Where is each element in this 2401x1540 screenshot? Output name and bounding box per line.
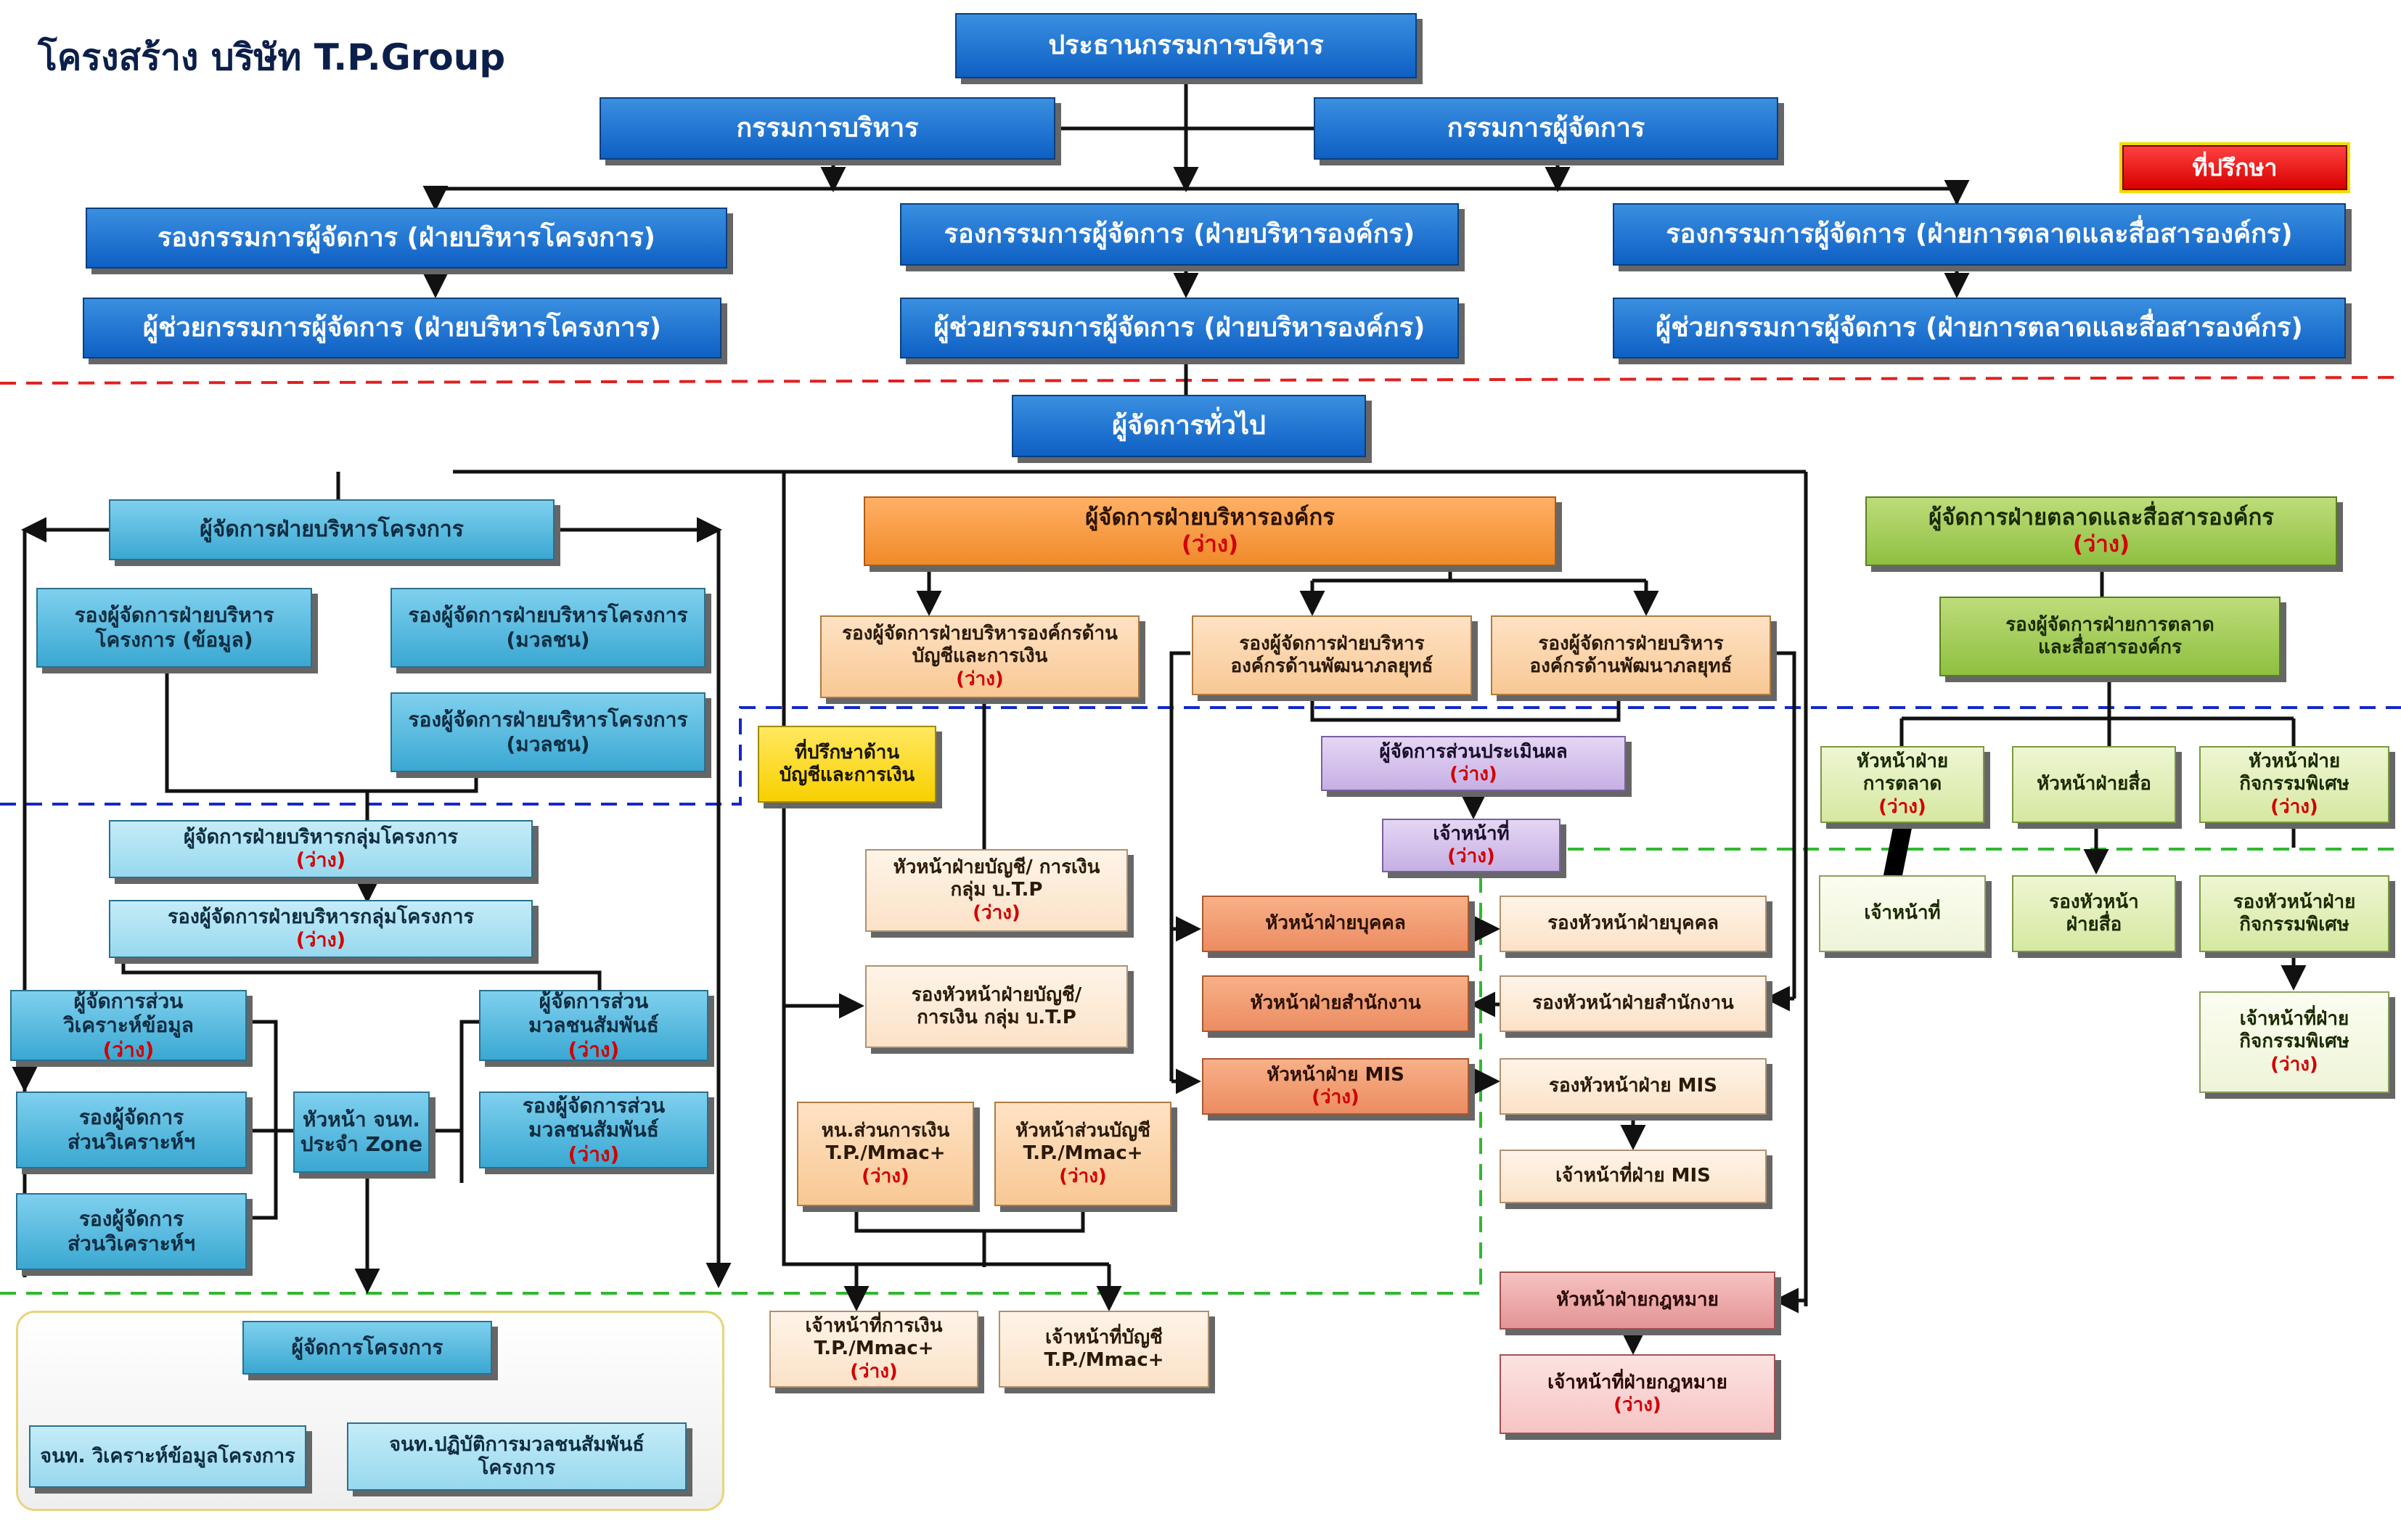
chairman-box: ประธานกรรมการบริหาร (955, 13, 1417, 78)
amd-marketing-box: ผู้ช่วยกรรมการผู้จัดการ (ฝ่ายการตลาดและส… (1613, 298, 2346, 359)
dep-project-mass2-box: รองผู้จัดการฝ่ายบริหารโครงการ(มวลชน) (390, 692, 705, 772)
acct-dep-head-box: รองหัวหน้าฝ่ายบัญชี/การเงิน กลุ่ม บ.T.P (865, 965, 1128, 1048)
dep-project-group-box: รองผู้จัดการฝ่ายบริหารกลุ่มโครงการ (ว่าง… (109, 900, 533, 958)
sec-mass-mgr-box: ผู้จัดการส่วนมวลชนสัมพันธ์ (ว่าง) (479, 989, 708, 1062)
connector-line (782, 803, 1109, 1266)
dep-org-hr2-box: รองผู้จัดการฝ่ายบริหารองค์กรด้านพัฒนาภลย… (1491, 615, 1771, 695)
mgr-project-box: ผู้จัดการฝ่ายบริหารโครงการ (109, 499, 555, 560)
dep-project-data-box: รองผู้จัดการฝ่ายบริหารโครงการ (ข้อมูล) (36, 588, 312, 668)
dep-analysis1-box: รองผู้จัดการส่วนวิเคราะห์ฯ (16, 1091, 247, 1168)
special-dep-head-box: รองหัวหน้าฝ่ายกิจกรรมพิเศษ (2199, 875, 2389, 952)
project-mass-staff-box: จนท.ปฏิบัติการมวลชนสัมพันธ์โครงการ (347, 1422, 687, 1491)
connector-line (247, 1020, 278, 1220)
gm-box: ผู้จัดการทั่วไป (1012, 395, 1366, 457)
dep-analysis2-box: รองผู้จัดการส่วนวิเคราะห์ฯ (16, 1193, 247, 1270)
special-officer-box: เจ้าหน้าที่ฝ่ายกิจกรรมพิเศษ(ว่าง) (2199, 991, 2389, 1093)
dmd-org-box: รองกรรมการผู้จัดการ (ฝ่ายบริหารองค์กร) (900, 203, 1459, 266)
connector-wedge (1883, 822, 1913, 877)
zone-head-box: หัวหน้า จนท.ประจำ Zone (293, 1091, 430, 1173)
officer-box: เจ้าหน้าที่ (ว่าง) (1382, 819, 1561, 872)
dep-project-mass1-box: รองผู้จัดการฝ่ายบริหารโครงการ(มวลชน) (390, 588, 705, 668)
project-analyst-box: จนท. วิเคราะห์ข้อมูลโครงการ (29, 1425, 306, 1488)
acct-officer-box: เจ้าหน้าที่บัญชีT.P./Mmac+ (999, 1311, 1209, 1388)
hr-head-box: หัวหน้าฝ่ายบุคคล (1202, 896, 1469, 952)
eval-mgr-box: ผู้จัดการส่วนประเมินผล (ว่าง) (1321, 736, 1626, 791)
connector-line (459, 1020, 479, 1183)
mgr-org-box: ผู้จัดการฝ่ายบริหารองค์กร (ว่าง) (864, 496, 1556, 566)
dmd-project-box: รองกรรมการผู้จัดการ (ฝ่ายบริหารโครงการ) (86, 208, 727, 269)
mis-dep-head-box: รองหัวหน้าฝ่าย MIS (1500, 1058, 1767, 1115)
amd-org-box: ผู้ช่วยกรรมการผู้จัดการ (ฝ่ายบริหารองค์ก… (900, 298, 1459, 359)
chart-title: โครงสร้าง บริษัท T.P.Group (38, 36, 506, 78)
md-box: กรรมการผู้จัดการ (1314, 97, 1778, 160)
exec-board-box: กรรมการบริหาร (600, 97, 1055, 160)
dmd-marketing-box: รองกรรมการผู้จัดการ (ฝ่ายการตลาดและสื่อส… (1613, 203, 2346, 266)
acct-section-head-box: หัวหน้าส่วนบัญชีT.P./Mmac+(ว่าง) (994, 1102, 1171, 1206)
dep-org-hr1-box: รองผู้จัดการฝ่ายบริหารองค์กรด้านพัฒนาภลย… (1192, 615, 1472, 695)
dep-org-acct-box: รองผู้จัดการฝ่ายบริหารองค์กรด้านบัญชีและ… (820, 615, 1140, 698)
blue-dashed-divider (0, 706, 2401, 806)
connector-line (165, 668, 478, 793)
dep-mass-box: รองผู้จัดการส่วนมวลชนสัมพันธ์ (ว่าง) (479, 1091, 708, 1168)
connector-line (1310, 695, 1621, 722)
mgr-project-group-box: ผู้จัดการฝ่ายบริหารกลุ่มโครงการ (ว่าง) (109, 820, 533, 878)
legal-officer-box: เจ้าหน้าที่ฝ่ายกฎหมาย(ว่าง) (1500, 1354, 1775, 1434)
mkt-head-box: หัวหน้าฝ่ายการตลาด (ว่าง) (1820, 746, 1984, 823)
connector-line (121, 959, 602, 990)
hr-dep-head-box: รองหัวหน้าฝ่ายบุคคล (1500, 896, 1767, 952)
office-head-box: หัวหน้าฝ่ายสำนักงาน (1202, 975, 1469, 1032)
advisor-box: ที่ปรึกษา (2119, 142, 2350, 193)
sec-analysis-mgr-box: ผู้จัดการส่วนวิเคราะห์ข้อมูล (ว่าง) (10, 989, 247, 1062)
advisor-acct-box: ที่ปรึกษาด้านบัญชีและการเงิน (758, 726, 936, 803)
special-head-box: หัวหน้าฝ่ายกิจกรรมพิเศษ(ว่าง) (2199, 746, 2389, 823)
dep-marketing-box: รองผู้จัดการฝ่ายการตลาดและสื่อสารองค์กร (1939, 597, 2281, 676)
office-dep-head-box: รองหัวหน้าฝ่ายสำนักงาน (1500, 975, 1767, 1032)
mkt-officer-box: เจ้าหน้าที่ (1819, 875, 1986, 952)
mis-head-box: หัวหน้าฝ่าย MIS (ว่าง) (1202, 1058, 1469, 1115)
acct-head-box: หัวหน้าฝ่ายบัญชี/ การเงินกลุ่ม บ.T.P (ว่… (865, 849, 1128, 932)
mis-officer-box: เจ้าหน้าที่ฝ่าย MIS (1500, 1150, 1767, 1203)
mgr-marketing-box: ผู้จัดการฝ่ายตลาดและสื่อสารองค์กร (ว่าง) (1865, 496, 2337, 566)
amd-project-box: ผู้ช่วยกรรมการผู้จัดการ (ฝ่ายบริหารโครงก… (83, 298, 721, 359)
project-mgr-box: ผู้จัดการโครงการ (242, 1321, 492, 1375)
connector-line (1169, 651, 1190, 1081)
red-dashed-divider (0, 376, 2401, 385)
connector-line (854, 1206, 1085, 1233)
media-dep-head-box: รองหัวหน้าฝ่ายสื่อ (2012, 875, 2176, 952)
connector-line (1771, 651, 1796, 999)
legal-head-box: หัวหน้าฝ่ายกฎหมาย (1500, 1271, 1775, 1330)
media-head-box: หัวหน้าฝ่ายสื่อ (2012, 746, 2176, 823)
